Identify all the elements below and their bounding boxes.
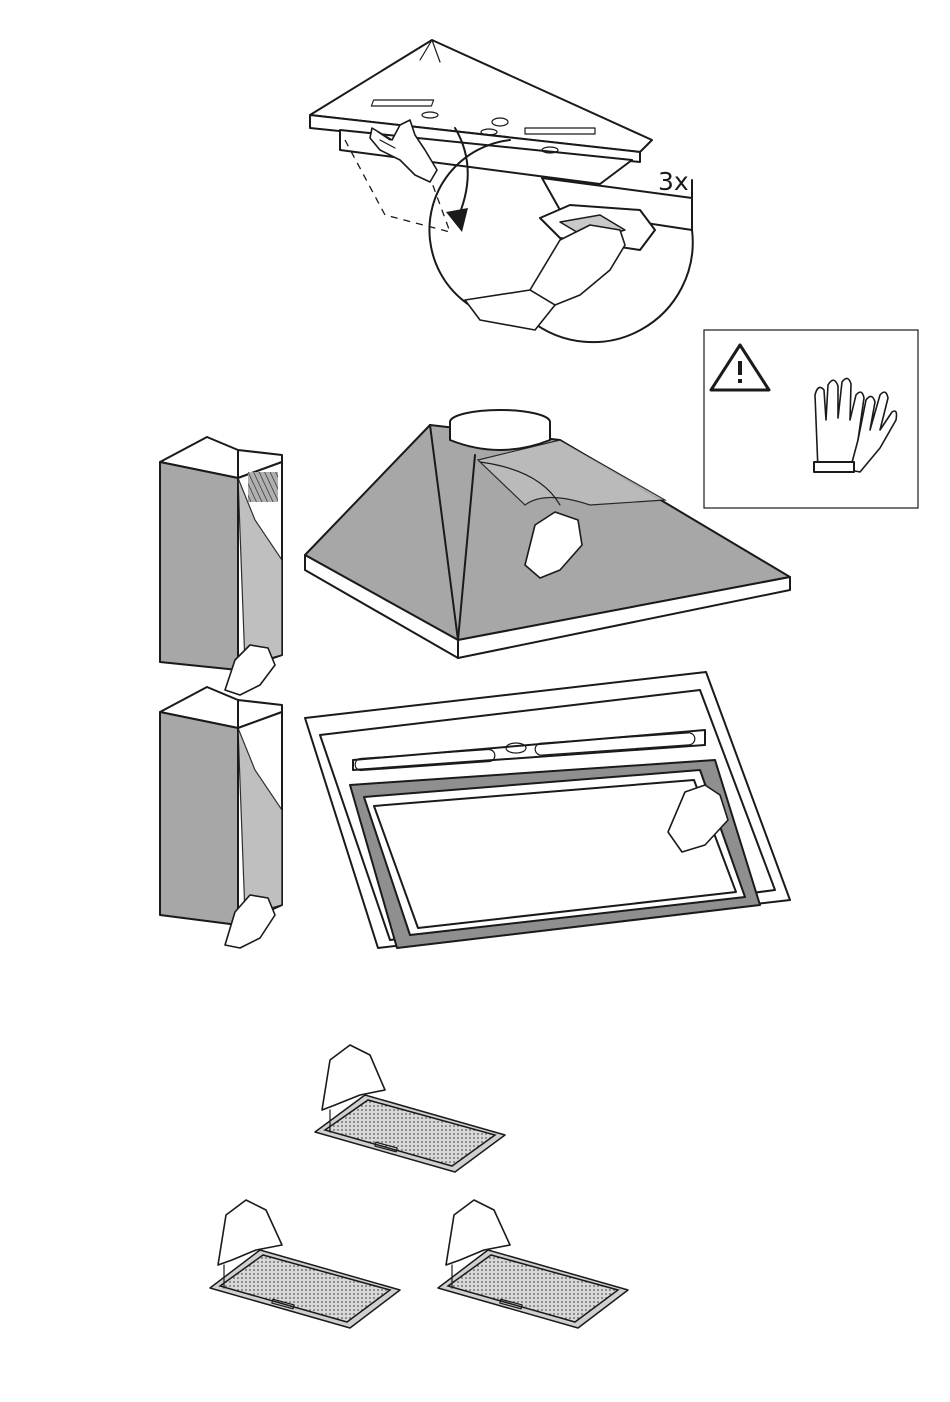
chimney-top-piece [160,437,282,695]
warning-box [704,330,918,508]
chimney-bottom-piece [160,687,282,948]
step-open-panel: 3x [310,40,693,342]
hood-underside [305,672,790,948]
hood-top-view [310,40,652,184]
repeat-count-label: 3x [658,167,689,196]
filter-left [210,1200,400,1328]
filter-top [315,1045,505,1172]
filter-right [438,1200,628,1328]
